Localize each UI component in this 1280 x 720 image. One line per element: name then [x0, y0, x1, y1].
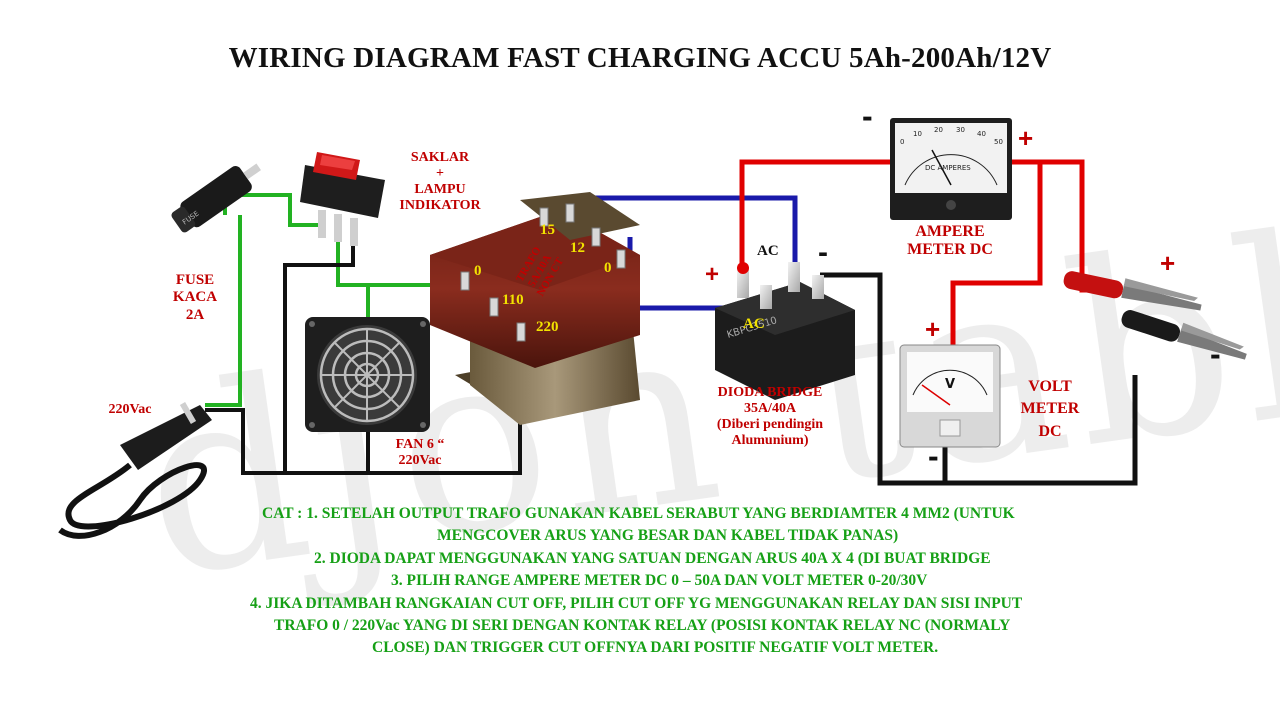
fan-label: FAN 6 “ 220Vac: [380, 437, 460, 469]
tap-0-output: 0: [604, 260, 612, 276]
wire-bridge-minus-to-clip: [820, 272, 1138, 486]
note-line-7: CLOSE) DAN TRIGGER CUT OFFNYA DARI POSIT…: [372, 639, 939, 656]
diagram-title: WIRING DIAGRAM FAST CHARGING ACCU 5Ah-20…: [228, 42, 1052, 74]
ac-label-bottom: AC: [743, 316, 765, 332]
cooling-fan: [305, 317, 430, 432]
wire-ammeter-to-clip: [1010, 159, 1108, 293]
wire-bridge-plus-to-ammeter: [739, 159, 893, 270]
bridge-plus-sign: +: [705, 261, 720, 288]
black-dc-wires: [820, 272, 1138, 486]
saklar-label-line: LAMPU: [414, 182, 466, 198]
clip-plus-sign: +: [1160, 248, 1176, 278]
saklar-label-line: +: [436, 166, 444, 182]
ammeter-tick: 40: [977, 130, 986, 138]
volt-meter-label-line: VOLT: [1028, 378, 1072, 395]
volt-meter-label-line: METER: [1020, 400, 1080, 418]
power-plug: [58, 401, 212, 539]
wire-plug-neutral: [205, 335, 522, 475]
tap-0-input: 0: [474, 263, 482, 279]
tap-12: 12: [570, 240, 585, 256]
ammeter-tick: 20: [934, 126, 943, 134]
ammeter-scale: 0 10 20 30 40 50: [900, 126, 1003, 146]
rocker-switch: [300, 152, 385, 246]
bridge-minus-sign: -: [818, 236, 828, 269]
saklar-label-line: SAKLAR: [410, 150, 470, 165]
volt-meter: V: [899, 344, 1001, 448]
note-line-5: 4. JIKA DITAMBAH RANGKAIAN CUT OFF, PILI…: [250, 595, 1023, 612]
dioda-label-line: Alumunium): [731, 433, 809, 449]
note-line-1: CAT : 1. SETELAH OUTPUT TRAFO GUNAKAN KA…: [262, 505, 1015, 522]
note-line-3: 2. DIODA DAPAT MENGGUNAKAN YANG SATUAN D…: [314, 550, 991, 567]
note-line-6: TRAFO 0 / 220Vac YANG DI SERI DENGAN KON…: [274, 617, 1011, 634]
ammeter-face-label: DC AMPERES: [925, 164, 971, 172]
ammeter-tick: 0: [900, 138, 904, 146]
fuse-label-line: KACA: [172, 289, 218, 306]
bridge-rectifier: KBPC3510: [715, 262, 855, 400]
dioda-label-line: (Diberi pendingin: [716, 417, 824, 433]
tap-15: 15: [540, 222, 555, 238]
volt-meter-label: VOLT METER DC: [1005, 376, 1095, 443]
plug-label: 220Vac: [108, 402, 152, 417]
fan-label-line: 220Vac: [398, 453, 442, 469]
saklar-label: SAKLAR + LAMPU INDIKATOR: [385, 150, 495, 214]
dioda-label-line: 35A/40A: [743, 401, 797, 417]
transformer: [430, 192, 640, 425]
note-line-2: MENGCOVER ARUS YANG BESAR DAN KABEL TIDA…: [437, 527, 899, 544]
volt-meter-label-line: DC: [1038, 422, 1062, 440]
ammeter-tick: 30: [956, 126, 965, 134]
ampere-meter-label-line: AMPERE: [915, 223, 985, 240]
ammeter-plus-sign: +: [1018, 123, 1034, 153]
saklar-label-line: INDIKATOR: [399, 198, 481, 214]
dioda-label-line: DIODA BRIDGE: [717, 385, 823, 400]
voltmeter-unit: V: [945, 377, 955, 392]
fuse-label: FUSE KACA 2A: [150, 272, 240, 324]
fuse-holder: FUSE: [171, 163, 261, 233]
battery-clip-black: [1121, 310, 1247, 360]
note-line-4: 3. PILIH RANGE AMPERE METER DC 0 – 50A D…: [391, 572, 928, 589]
voltmeter-minus-sign: -: [928, 438, 939, 474]
wire-plug-to-fuse: [205, 215, 242, 407]
ammeter-tick: 50: [994, 138, 1003, 146]
fuse-label-line: 2A: [185, 306, 205, 323]
clip-minus-sign: -: [1210, 336, 1221, 372]
black-primary-wires: [205, 240, 522, 475]
ammeter-minus-sign: -: [862, 98, 873, 134]
voltmeter-plus-sign: +: [925, 314, 941, 344]
fuse-label-line: FUSE: [175, 272, 215, 288]
ampere-meter-label: AMPERE METER DC: [885, 223, 1015, 260]
ammeter-tick: 10: [913, 130, 922, 138]
ac-label-top: AC: [757, 243, 779, 259]
ampere-meter: 0 10 20 30 40 50 DC AMPERES: [890, 118, 1012, 220]
wire-ammeter-to-voltmeter: [950, 162, 1043, 350]
fan-label-line: FAN 6 “: [395, 437, 445, 452]
tap-110: 110: [502, 292, 524, 308]
dioda-label: DIODA BRIDGE 35A/40A (Diberi pendingin A…: [700, 385, 840, 449]
battery-clip-red: [1063, 271, 1202, 311]
ampere-meter-label-line: METER DC: [907, 241, 993, 259]
wire-switch-to-trafo: [336, 240, 460, 287]
tap-220: 220: [536, 319, 559, 335]
wire-switch-to-fan: [283, 240, 355, 473]
